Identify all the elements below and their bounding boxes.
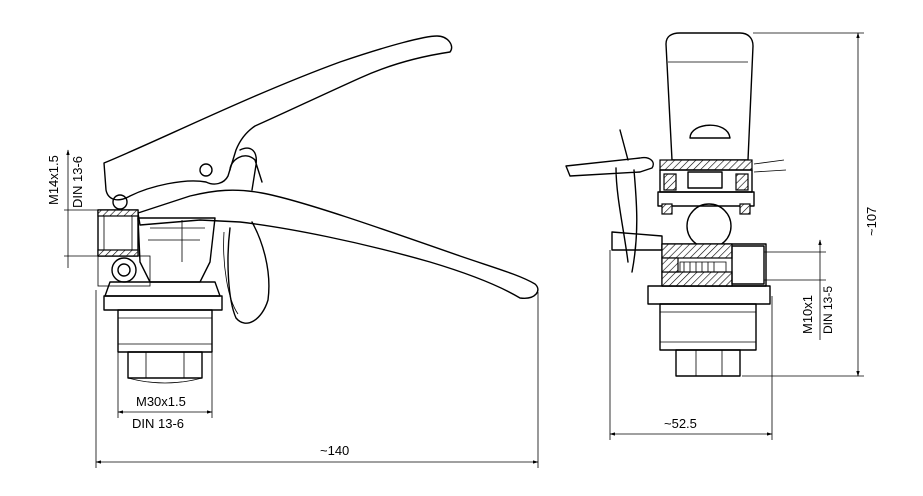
- lower-handle: [137, 189, 539, 299]
- label-overall-length: ~140: [320, 443, 349, 458]
- label-m10-thread: M10x1: [800, 295, 815, 334]
- ball: [686, 203, 732, 249]
- siphon-nut: [127, 351, 203, 379]
- hinge-pin: [112, 194, 128, 210]
- label-m10-standard: DIN 13-5: [821, 286, 835, 334]
- dim-m14: M14x1.5 DIN 13-6: [46, 149, 98, 268]
- lever-plate: [665, 32, 754, 161]
- label-m14-thread: M14x1.5: [46, 155, 61, 205]
- thread-neck: [117, 309, 213, 353]
- pin-handle: [565, 129, 654, 273]
- upper-lever: [103, 35, 453, 201]
- dim-m10: M10x1 DIN 13-5: [764, 239, 835, 340]
- front-siphon-nut: [675, 349, 741, 377]
- side-view: M14x1.5 DIN 13-6 M30x1.5 DIN 13-6 ~140: [46, 35, 539, 468]
- dim-height: ~107: [742, 32, 879, 377]
- head-cap: [659, 159, 753, 171]
- gauge-port: [111, 257, 137, 283]
- label-width: ~52.5: [664, 416, 697, 431]
- front-thread-neck: [659, 303, 757, 351]
- safety-pin: [227, 147, 270, 324]
- label-m14-standard: DIN 13-6: [70, 156, 85, 208]
- siphon-stub: [611, 231, 663, 251]
- front-view: M10x1 DIN 13-5 ~107 ~52.5: [565, 32, 879, 440]
- flange: [103, 295, 223, 311]
- label-height: ~107: [864, 207, 879, 236]
- label-m30-standard: DIN 13-6: [132, 416, 184, 431]
- front-flange: [647, 285, 771, 305]
- spring: [679, 261, 727, 273]
- dim-m30: M30x1.5 DIN 13-6: [117, 352, 213, 431]
- upper-pivot: [199, 163, 213, 177]
- label-m30-thread: M30x1.5: [136, 394, 186, 409]
- lever-grip: [689, 124, 731, 139]
- dim-width: ~52.5: [609, 250, 773, 440]
- dim-length: ~140: [95, 290, 539, 468]
